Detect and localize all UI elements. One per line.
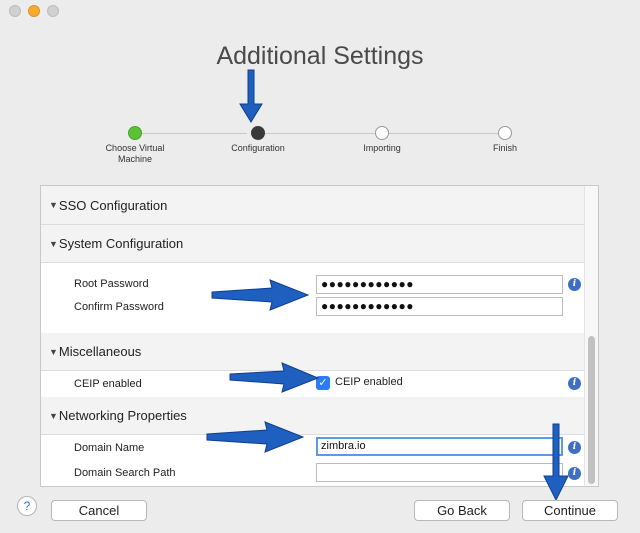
info-icon[interactable]: i — [568, 441, 581, 454]
step-label-finish: Finish — [492, 143, 517, 153]
right-arrow-icon — [211, 279, 310, 311]
step-label-configuration: Configuration — [231, 143, 285, 153]
panel-scrollbar[interactable] — [584, 186, 598, 486]
root-password-label: Root Password — [74, 278, 149, 290]
section-header-networking[interactable]: ▼ Networking Properties — [41, 397, 586, 435]
ceip-checkbox-label[interactable]: CEIP enabled — [335, 376, 403, 388]
settings-panel: ▼ SSO Configuration ▼ System Configurati… — [40, 185, 599, 487]
domain-search-path-field[interactable] — [316, 463, 563, 482]
window-controls — [9, 5, 59, 17]
step-dot-configuration — [251, 126, 265, 140]
section-title-system: System Configuration — [58, 236, 184, 251]
collapse-icon: ▼ — [49, 238, 58, 249]
domain-search-path-label: Domain Search Path — [74, 467, 176, 479]
down-arrow-icon — [239, 69, 263, 123]
section-header-sso[interactable]: ▼ SSO Configuration — [41, 186, 586, 225]
section-title-networking: Networking Properties — [58, 408, 187, 423]
section-header-misc[interactable]: ▼ Miscellaneous — [41, 333, 586, 371]
collapse-icon: ▼ — [49, 410, 58, 421]
step-dot-finish — [498, 126, 512, 140]
down-arrow-icon — [543, 423, 569, 502]
step-label-choose-vm: Choose Virtual Machine — [105, 143, 165, 164]
collapse-icon: ▼ — [49, 200, 58, 210]
step-connector — [265, 133, 375, 134]
page-title: Additional Settings — [216, 42, 424, 70]
section-title-misc: Miscellaneous — [58, 344, 142, 359]
step-dot-choose-vm — [128, 126, 142, 140]
zoom-window-button[interactable] — [47, 5, 59, 17]
ceip-label: CEIP enabled — [74, 378, 142, 390]
cancel-button[interactable]: Cancel — [51, 500, 147, 521]
step-dot-importing — [375, 126, 389, 140]
right-arrow-icon — [229, 362, 320, 393]
confirm-password-label: Confirm Password — [74, 301, 164, 313]
ceip-checkbox[interactable]: ✓ — [316, 376, 330, 390]
continue-button[interactable]: Continue — [522, 500, 618, 521]
go-back-button[interactable]: Go Back — [414, 500, 510, 521]
info-icon[interactable]: i — [568, 377, 581, 390]
collapse-icon: ▼ — [49, 346, 58, 357]
step-label-importing: Importing — [363, 143, 401, 153]
close-window-button[interactable] — [9, 5, 21, 17]
step-connector — [389, 133, 498, 134]
domain-name-label: Domain Name — [74, 442, 145, 454]
info-icon[interactable]: i — [568, 467, 581, 480]
help-button[interactable]: ? — [17, 496, 37, 516]
info-icon[interactable]: i — [568, 278, 581, 291]
minimize-window-button[interactable] — [28, 5, 40, 17]
scrollbar-thumb[interactable] — [588, 336, 595, 484]
right-arrow-icon — [206, 421, 305, 453]
section-header-system[interactable]: ▼ System Configuration — [41, 225, 586, 263]
confirm-password-field[interactable]: ●●●●●●●●●●●● — [316, 297, 563, 316]
step-connector — [141, 133, 247, 134]
domain-name-field[interactable]: zimbra.io — [316, 437, 563, 456]
root-password-field[interactable]: ●●●●●●●●●●●● — [316, 275, 563, 294]
section-title-sso: SSO Configuration — [58, 197, 168, 213]
